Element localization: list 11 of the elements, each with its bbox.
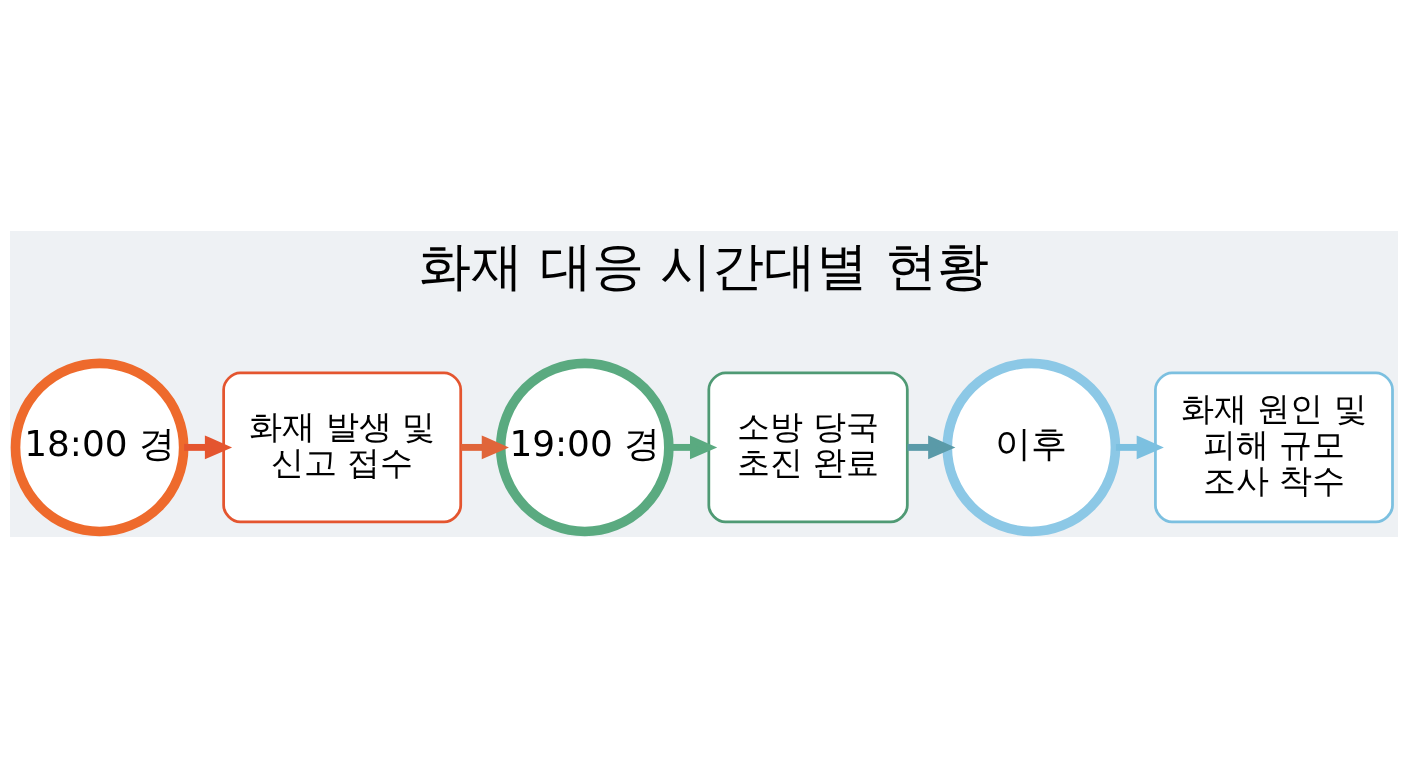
arrow [907,435,956,460]
node-box: 소방 당국 초진 완료 [707,371,909,524]
node-circle: 18:00 경 [10,358,189,537]
arrow [1115,435,1164,460]
node-box: 화재 발생 및 신고 접수 [222,371,463,524]
diagram-title: 화재 대응 시간대별 현황 [419,234,989,296]
node-circle: 19:00 경 [495,358,674,537]
node-box: 화재 원인 및 피해 규모 조사 착수 [1154,371,1394,524]
arrow [184,435,233,460]
node-circle: 이후 [942,358,1121,537]
arrow [461,435,509,460]
